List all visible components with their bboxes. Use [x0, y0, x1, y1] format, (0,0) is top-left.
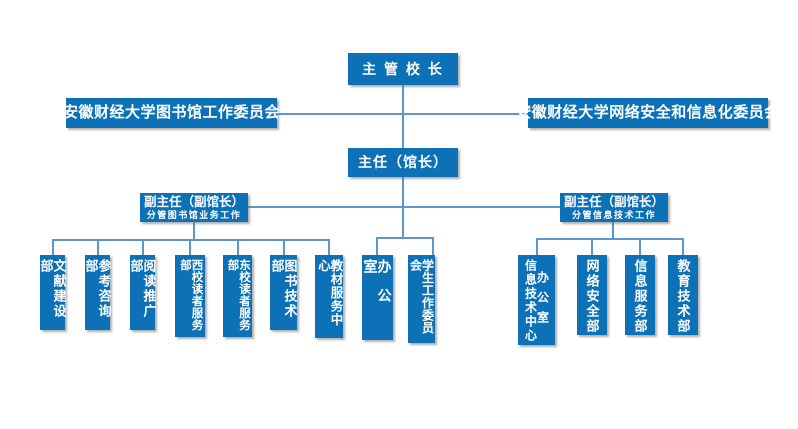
node-dept-book-technology: 图书技术部 [269, 255, 298, 330]
node-dept-reading-promotion-label: 阅读推广部 [128, 259, 157, 319]
node-deputy-it-subtitle: 分管信息技术工作 [571, 210, 656, 221]
connector-left-stub-6 [283, 239, 285, 255]
connector-left-group-horizontal [52, 239, 330, 241]
node-dept-reading-promotion: 阅读推广部 [128, 255, 157, 330]
connector-deputy-right-stub [612, 221, 614, 239]
node-dept-east-campus-reader-service: 东校读者服务部 [223, 255, 252, 337]
connector-left-stub-5 [237, 239, 239, 255]
connector-middle-horizontal [376, 237, 434, 239]
connector-right-stub-4 [682, 238, 684, 255]
node-dept-book-technology-label: 图书技术部 [269, 259, 298, 319]
connector-root-to-committee-line [402, 85, 404, 148]
connector-left-stub-7 [328, 239, 330, 255]
node-deputy-library-subtitle: 分管图书馆业务工作 [146, 210, 242, 221]
connector-right-stub-2 [591, 238, 593, 255]
connector-right-stub-3 [639, 238, 641, 255]
connector-committees-horizontal [277, 113, 528, 115]
node-network-security-committee-label: 安徽财经大学网络安全和信息化委员会 [516, 104, 780, 122]
connector-left-stub-3 [142, 239, 144, 255]
node-supervising-president-label: 主 管 校 长 [362, 60, 444, 77]
connector-left-stub-2 [97, 239, 99, 255]
node-dept-document-construction-label: 文献建设部 [38, 259, 67, 319]
node-deputy-it: 副主任（副馆长） 分管信息技术工作 [560, 193, 668, 222]
connector-deputy-left-stub [193, 221, 195, 240]
node-dept-reference-consulting-label: 参考咨询部 [83, 259, 112, 319]
node-dept-reference-consulting: 参考咨询部 [83, 255, 112, 330]
node-library-work-committee-label: 安徽财经大学图书馆工作委员会 [63, 104, 281, 122]
connector-right-group-horizontal [536, 238, 684, 240]
node-library-work-committee: 安徽财经大学图书馆工作委员会 [63, 98, 281, 128]
node-director-label: 主任（馆长） [358, 154, 448, 171]
node-dept-it-center-label: 信息技术中心 [523, 259, 538, 343]
node-dept-office-label: 办公室 [362, 259, 393, 317]
connector-deputies-horizontal [248, 206, 560, 208]
node-network-security-committee: 安徽财经大学网络安全和信息化委员会 [516, 98, 779, 128]
node-deputy-library-title: 副主任（副馆长） [143, 194, 244, 209]
connector-director-to-lower [402, 177, 404, 239]
node-dept-textbook-service-center-label: 教材服务中心 [316, 259, 343, 327]
node-dept-information-service-label: 信息服务部 [632, 259, 648, 334]
connector-middle-stub-1 [376, 237, 378, 255]
node-director: 主任（馆长） [348, 148, 458, 177]
connector-left-stub-1 [52, 239, 54, 255]
connector-middle-stub-2 [432, 237, 434, 255]
node-dept-textbook-service-center: 教材服务中心 [315, 255, 343, 338]
node-dept-education-technology-label: 教育技术部 [675, 259, 691, 334]
node-dept-east-campus-reader-service-label: 东校读者服务部 [226, 259, 251, 331]
connector-left-stub-4 [189, 239, 191, 255]
node-dept-west-campus-reader-service-label: 西校读者服务部 [179, 259, 203, 331]
node-supervising-president: 主 管 校 长 [348, 53, 458, 85]
node-dept-student-work-committee: 学生工作委员会 [408, 255, 435, 343]
node-dept-document-construction: 文献建设部 [38, 255, 67, 330]
node-deputy-library: 副主任（副馆长） 分管图书馆业务工作 [140, 193, 248, 222]
node-dept-it-center-office-label: 办公室 [535, 271, 550, 331]
node-dept-network-security-label: 网络安全部 [584, 259, 600, 334]
node-dept-information-service: 信息服务部 [625, 255, 655, 335]
node-dept-education-technology: 教育技术部 [668, 255, 698, 335]
node-dept-west-campus-reader-service: 西校读者服务部 [175, 255, 205, 337]
node-dept-student-work-committee-label: 学生工作委员会 [408, 259, 435, 334]
node-dept-it-center-office: 信息技术中心 办公室 [518, 255, 555, 345]
node-deputy-it-title: 副主任（副馆长） [563, 194, 664, 209]
node-dept-network-security: 网络安全部 [577, 255, 607, 335]
connector-right-stub-1 [536, 238, 538, 255]
node-dept-office: 办公室 [362, 255, 393, 340]
